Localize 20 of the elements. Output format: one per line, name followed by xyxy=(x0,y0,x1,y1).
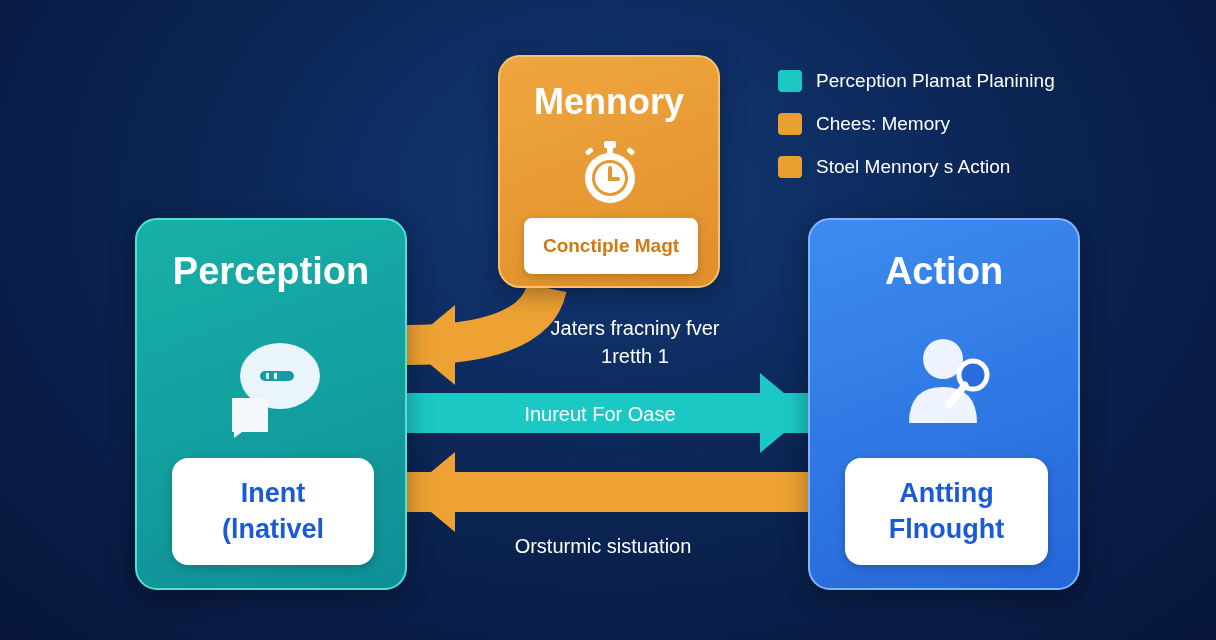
label-card xyxy=(524,218,698,274)
label-card xyxy=(172,458,374,565)
legend-label: Perception Plamat Planining xyxy=(816,70,1055,92)
panel-title: Perception xyxy=(172,250,370,293)
arrow xyxy=(407,452,808,532)
edge-label: Jaters fraсniny fver 1retth 1 xyxy=(549,316,721,369)
panel-title: Mennory xyxy=(534,81,684,123)
card-text: Antting Flnought xyxy=(887,477,1006,546)
panel xyxy=(135,218,407,590)
edge-label: Orsturmic sistuation xyxy=(513,534,693,559)
panel-title: Action xyxy=(884,250,1004,293)
panel xyxy=(808,218,1080,590)
legend-label: Chees: Memory xyxy=(816,113,951,135)
legend-label: Stоel Mennory s Action xyxy=(816,156,1011,178)
arrow xyxy=(407,373,808,453)
card-text: Inent (lnativel xyxy=(221,477,325,546)
edge-label: Inureut For Oase xyxy=(523,402,677,427)
card-text: Conctiple Magt xyxy=(541,233,681,258)
panel xyxy=(498,55,720,288)
label-card xyxy=(845,458,1048,565)
